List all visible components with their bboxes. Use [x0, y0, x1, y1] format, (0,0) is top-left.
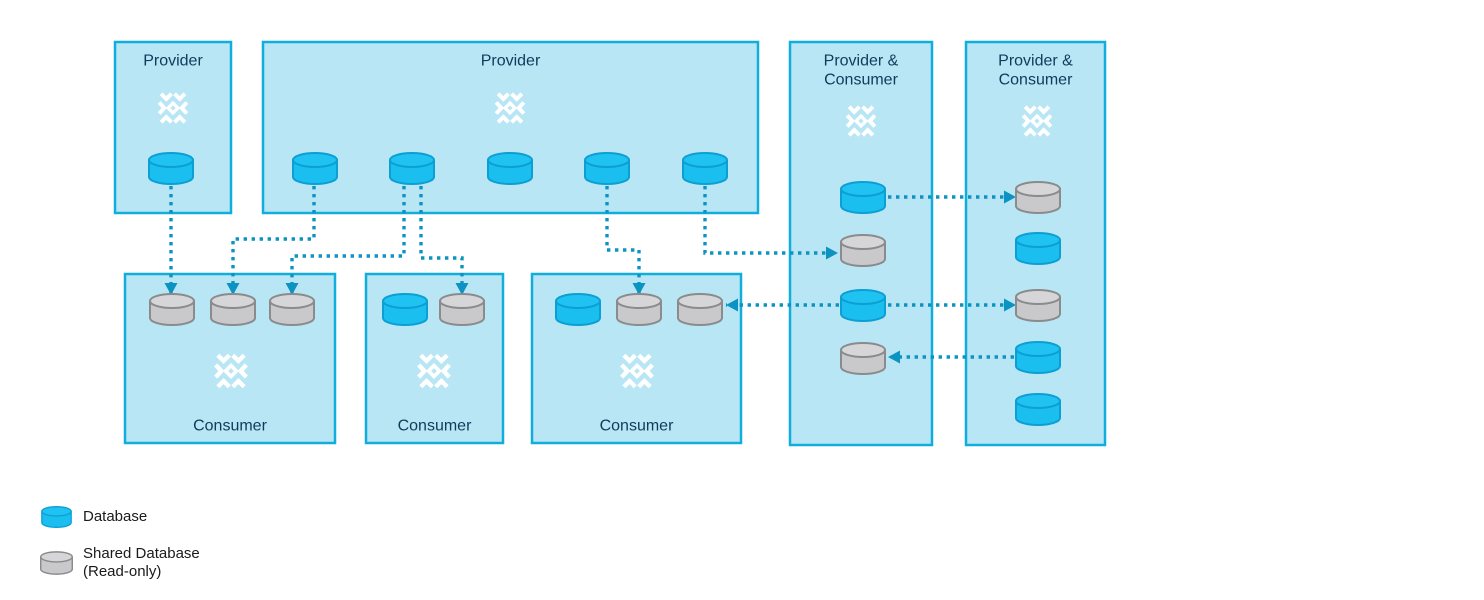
share-arrow-head-p2-db2-to-c2-db2 [455, 283, 469, 295]
database-icon-c2-db1 [382, 293, 428, 326]
share-arrow-head-p2-db1-to-c1-db2 [226, 283, 240, 295]
account-label-provider-2: Provider [481, 53, 541, 70]
shared-database-icon [40, 551, 73, 575]
legend-label-shared-line1: Shared Database [83, 545, 200, 562]
share-arrow-head-p2-db2-to-c1-db3 [285, 283, 299, 295]
databases-layer [148, 152, 1061, 426]
account-label-provider-consumer-2: Consumer [999, 72, 1073, 89]
accounts-layer: Provider Provider Provider & Consumer Provid… [113, 40, 1107, 447]
database-icon-pc1-db3 [840, 289, 886, 322]
database-icon-pc2-db2 [1015, 232, 1061, 265]
database-icon-p2-db3 [487, 152, 533, 185]
database-icon-p1-db1 [148, 152, 194, 185]
account-label-provider-consumer-1: Consumer [824, 72, 898, 89]
share-arrow-line-p2-db4-to-c3-db2 [605, 186, 641, 295]
database-icon-p2-db5 [682, 152, 728, 185]
legend-label-database: Database [83, 508, 148, 525]
shared-database-icon-pc1-db4 [840, 342, 886, 375]
account-label-consumer-2: Consumer [398, 418, 472, 435]
account-label-provider-consumer-1: Provider & [824, 53, 899, 70]
database-icon [41, 506, 72, 528]
database-icon-pc2-db5 [1015, 393, 1061, 426]
legend-item-database: Database [40, 506, 200, 528]
shared-database-icon-pc2-db3 [1015, 289, 1061, 322]
share-arrow-head-pc1-db1-to-pc2-db1 [1004, 190, 1016, 204]
shared-database-icon-c3-db2 [616, 293, 662, 326]
share-arrow-head-pc2-db4-to-pc1-db4 [888, 350, 900, 364]
shared-database-icon-c1-db2 [210, 293, 256, 326]
database-icon-p2-db4 [584, 152, 630, 185]
share-arrow-head-p1-db1-to-c1-db1 [164, 283, 178, 295]
share-arrow-head-p2-db5-to-pc1-db2 [826, 246, 838, 260]
account-label-provider-1: Provider [143, 53, 203, 70]
shared-database-icon-pc2-db1 [1015, 181, 1061, 214]
legend: Database Shared Database (Read-only) [40, 506, 200, 581]
account-label-provider-consumer-2: Provider & [998, 53, 1073, 70]
legend-label-shared-line2: (Read-only) [83, 563, 162, 580]
database-icon-p2-db1 [292, 152, 338, 185]
account-label-consumer-1: Consumer [193, 418, 267, 435]
account-label-consumer-3: Consumer [600, 418, 674, 435]
shared-database-icon-c1-db3 [269, 293, 315, 326]
share-arrow-line-p2-db1-to-c1-db2 [231, 186, 316, 295]
share-arrow-head-pc1-db3-to-c3-db3 [726, 298, 738, 312]
legend-label-shared-database: Shared Database (Read-only) [83, 545, 200, 581]
share-arrow-head-pc1-db3-to-pc2-db3 [1004, 298, 1016, 312]
shared-database-icon-pc1-db2 [840, 234, 886, 267]
database-icon-p2-db2 [389, 152, 435, 185]
legend-item-shared-database: Shared Database (Read-only) [40, 545, 200, 581]
share-arrow-line-p2-db2-to-c1-db3 [290, 186, 406, 295]
database-icon-pc2-db4 [1015, 341, 1061, 374]
share-arrow-head-p2-db4-to-c3-db2 [632, 283, 646, 295]
share-arrows-layer [164, 186, 1016, 364]
database-icon-pc1-db1 [840, 181, 886, 214]
database-icon-c3-db1 [555, 293, 601, 326]
share-arrow-line-p2-db5-to-pc1-db2 [703, 186, 838, 255]
shared-database-icon-c2-db2 [439, 293, 485, 326]
shared-database-icon-c1-db1 [149, 293, 195, 326]
shared-database-icon-c3-db3 [677, 293, 723, 326]
